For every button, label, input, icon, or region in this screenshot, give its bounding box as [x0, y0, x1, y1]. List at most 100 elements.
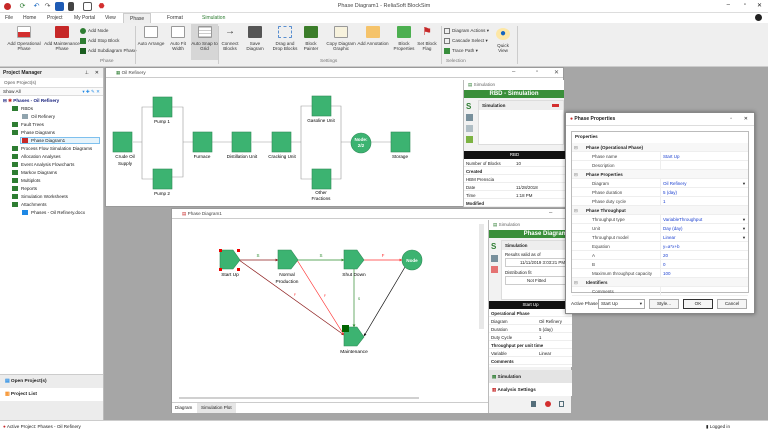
run-simulation-icon[interactable]: S	[491, 242, 497, 251]
property-category[interactable]: ⊟Phase (Operational Phase)	[572, 143, 748, 152]
refresh-icon[interactable]: ⟳	[19, 3, 26, 10]
close-panel-icon[interactable]: ✕	[94, 70, 99, 76]
property-value[interactable]: Linear	[663, 235, 676, 240]
block-properties-button[interactable]: Block Properties	[392, 26, 416, 51]
tab-home[interactable]: Home	[23, 15, 37, 21]
phase-node[interactable]	[401, 249, 423, 271]
property-value[interactable]: y=a*x+b	[663, 244, 680, 249]
copy-diagram-graphic-button[interactable]: Copy Diagram Graphic	[324, 26, 358, 51]
tree-item-rbds[interactable]: RBDs	[12, 106, 33, 112]
add-subdiagram-phase-button[interactable]: Add Subdiagram Phase	[80, 48, 137, 54]
collapse-icon[interactable]: ⊟	[574, 145, 578, 150]
worksheet-icon[interactable]	[466, 136, 473, 143]
property-row[interactable]: Description	[572, 161, 748, 170]
layout-icon[interactable]	[55, 2, 64, 11]
set-block-flag-button[interactable]: ⚑Set Block Flag	[417, 26, 437, 51]
tree-item-phase-diagrams[interactable]: Phase Diagrams	[12, 130, 55, 136]
tab-format[interactable]: Format	[167, 15, 183, 21]
add-operational-phase-button[interactable]: Add Operational Phase	[2, 26, 46, 51]
filter-dropdown[interactable]: Show All▾ ✚ ✎ ✕	[0, 88, 103, 96]
tree-item-project[interactable]: ⊟ ✱ Phases - Oil Refinery	[3, 98, 60, 103]
property-value[interactable]: Start Up	[663, 154, 680, 159]
diagram-actions-button[interactable]: Diagram Actions ▾	[444, 28, 489, 34]
auto-fit-width-button[interactable]: Auto Fit Width	[166, 26, 190, 51]
footer-icon-3[interactable]	[559, 401, 564, 407]
run-simulation-icon[interactable]: S	[466, 102, 472, 111]
resize-handle[interactable]	[219, 268, 222, 271]
block-painter-button[interactable]: Block Painter	[300, 26, 322, 51]
undo-icon[interactable]: ↶	[33, 3, 40, 10]
rbd-block[interactable]	[112, 131, 133, 153]
rbd-block[interactable]	[271, 131, 292, 153]
dialog-close-button[interactable]: ✕	[743, 116, 748, 122]
rbd-maximize-button[interactable]: ▫	[536, 69, 539, 75]
add-node-button[interactable]: Add Node	[80, 28, 108, 34]
rbd-block[interactable]	[390, 131, 411, 153]
dropdown-arrow-icon[interactable]: ▼	[742, 217, 746, 222]
tree-item-reports[interactable]: Reports	[12, 186, 37, 192]
dropdown-arrow-icon[interactable]: ▼	[742, 235, 746, 240]
style-button[interactable]: Style...	[649, 299, 679, 309]
dropdown-arrow-icon[interactable]: ▼	[742, 181, 746, 186]
rbd-block[interactable]	[231, 131, 252, 153]
dialog-maximize-button[interactable]: ▫	[730, 116, 732, 122]
connect-blocks-button[interactable]: →Connect Blocks	[221, 26, 239, 51]
horizontal-scrollbar[interactable]	[179, 397, 419, 399]
auto-snap-to-grid-button[interactable]: Auto Snap to Grid	[191, 24, 218, 60]
phase-minimize-button[interactable]: –	[549, 210, 553, 216]
nav-analysis-settings[interactable]: ▥ Analysis Settings	[489, 383, 572, 396]
pin-icon[interactable]: ⊥	[84, 70, 89, 76]
resize-handle[interactable]	[219, 249, 222, 252]
trace-path-button[interactable]: Trace Path ▾	[444, 48, 478, 54]
cancel-button[interactable]: Cancel	[717, 299, 747, 309]
tab-project[interactable]: Project	[47, 15, 63, 21]
print-icon[interactable]	[83, 2, 92, 11]
minimize-button[interactable]: –	[726, 2, 730, 8]
property-value[interactable]: 5 (day)	[663, 190, 678, 195]
resize-handle[interactable]	[237, 249, 240, 252]
edge-startup-maintenance[interactable]	[238, 259, 345, 336]
tab-file[interactable]: File	[5, 15, 14, 21]
plot-icon[interactable]	[491, 255, 498, 262]
quick-view-button[interactable]: ●Quick View	[496, 28, 510, 53]
footer-icon-2[interactable]	[545, 401, 551, 407]
close-button[interactable]: ✕	[756, 3, 762, 9]
tree-item-fault-trees[interactable]: Fault Trees	[12, 122, 44, 128]
sim-panel-header[interactable]: ▤ Simulation	[464, 80, 564, 90]
collapse-icon[interactable]: ⊟	[574, 172, 578, 177]
property-value[interactable]: 100	[663, 271, 671, 276]
edge-normal-maintenance[interactable]	[296, 259, 345, 336]
tab-simulation[interactable]: Simulation	[202, 15, 226, 21]
property-value[interactable]: Oil Refinery	[663, 181, 687, 186]
resize-handle[interactable]	[237, 268, 240, 271]
nav-simulation[interactable]: ▤ Simulation	[489, 370, 572, 383]
property-category[interactable]: ⊟Phase Throughput	[572, 206, 748, 215]
tab-my-portal[interactable]: My Portal	[74, 15, 96, 21]
add-annotation-button[interactable]: Add Annotation	[356, 26, 390, 46]
tree-item-oil-refinery[interactable]: Oil Refinery	[22, 114, 55, 120]
footer-icon-1[interactable]	[531, 401, 536, 407]
property-value[interactable]: 0	[663, 262, 666, 267]
phase-block[interactable]	[219, 249, 241, 270]
tree-item-simulation-worksheets[interactable]: Simulation Worksheets	[12, 194, 68, 200]
restore-button[interactable]: ▫	[743, 2, 746, 8]
tree-item-process-flow[interactable]: Process Flow Simulation Diagrams	[12, 146, 92, 152]
phase-block[interactable]	[277, 249, 299, 270]
project-list-nav[interactable]: ▥ Project List	[0, 388, 103, 401]
active-phase-select[interactable]: Start Up▾	[598, 299, 645, 309]
phase-block[interactable]	[343, 249, 365, 270]
tab-diagram[interactable]: Diagram	[175, 405, 193, 410]
tree-item-attachment-doc[interactable]: Phases - Oil Refinery.docx	[22, 210, 85, 216]
auto-arrange-button[interactable]: Auto Arrange	[137, 26, 165, 46]
stop-icon[interactable]: ⬣	[98, 3, 105, 10]
tab-simulation-plot[interactable]: Simulation Plot	[197, 403, 236, 413]
property-category[interactable]: ⊟Identifiers	[572, 278, 748, 287]
